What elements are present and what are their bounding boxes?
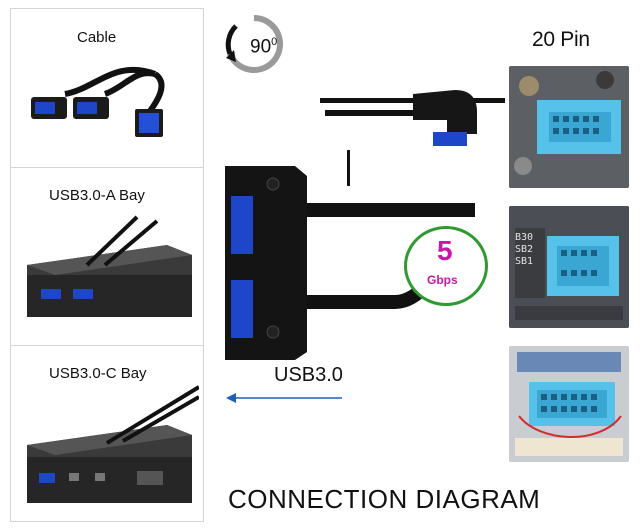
extension-cable-image	[225, 90, 505, 360]
speed-unit: Gbps	[427, 273, 458, 287]
motherboard-photo-3	[509, 346, 629, 462]
cable-label: Cable	[77, 29, 117, 46]
motherboard-photo-1	[509, 66, 629, 188]
cable-bar-top	[320, 98, 505, 103]
motherboard-photo-2: B30 SB2 SB1	[509, 206, 629, 328]
interface-label: USB3.0	[274, 364, 343, 386]
usb-a-bay-image	[27, 215, 192, 317]
usb-c-bay-image	[27, 385, 199, 503]
pin-label: 20 Pin	[532, 28, 590, 51]
bay-c-label: USB3.0-C Bay	[49, 365, 147, 382]
speed-badge: 5 Gbps	[404, 226, 488, 306]
arrow-left-icon	[226, 393, 342, 403]
speed-value: 5	[437, 235, 453, 266]
product-options-panel: Cable USB3.0-A Bay USB3.0-C Bay	[10, 8, 204, 522]
angle-value: 900	[250, 36, 278, 58]
panel-divider	[11, 345, 203, 346]
cable-image	[31, 66, 165, 137]
diagram-title: CONNECTION DIAGRAM	[228, 484, 541, 514]
bay-a-label: USB3.0-A Bay	[49, 187, 145, 204]
panel-divider	[11, 167, 203, 168]
rotate-arrow-icon	[225, 15, 283, 73]
board-silkscreen: B30 SB2 SB1	[515, 232, 534, 267]
